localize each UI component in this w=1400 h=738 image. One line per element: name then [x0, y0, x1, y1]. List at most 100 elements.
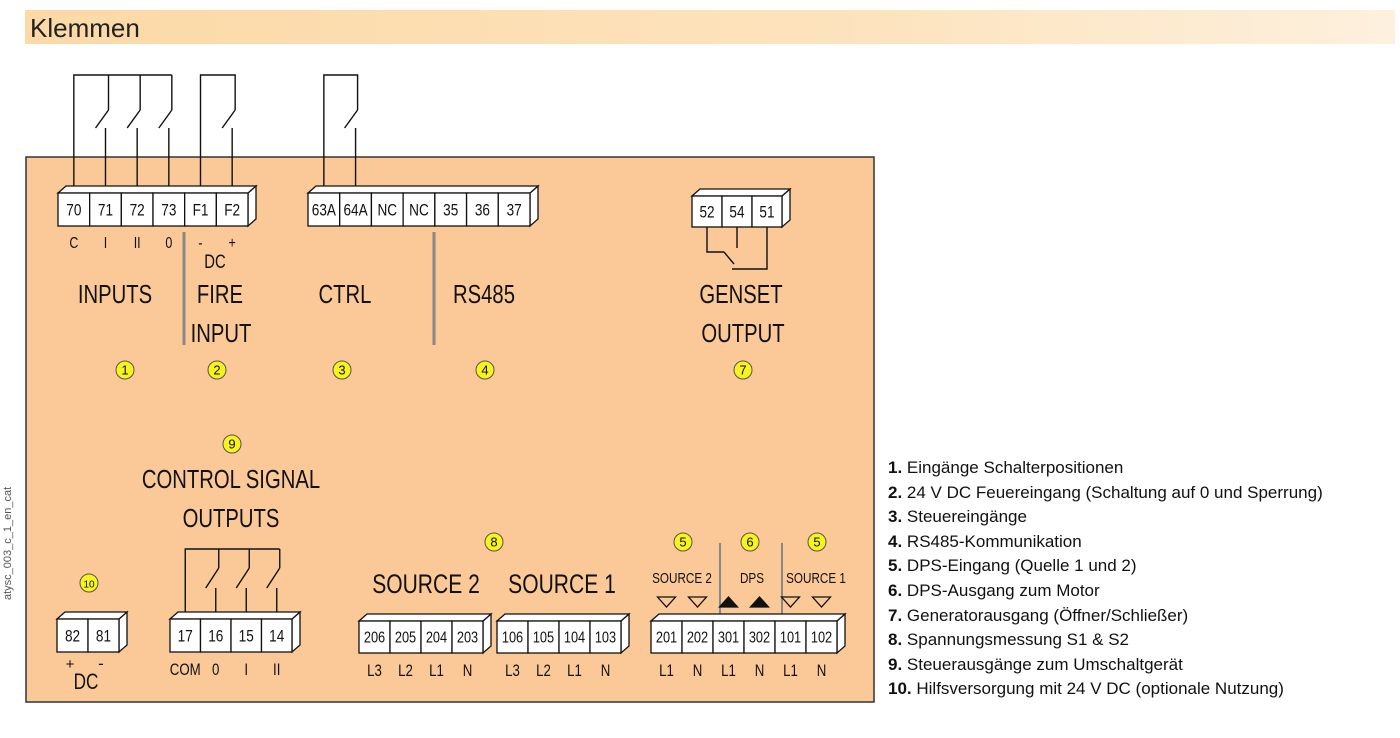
- badge-5-left: [673, 532, 693, 552]
- source2-label: SOURCE 2: [372, 570, 480, 600]
- legend-text: DPS-Eingang (Quelle 1 und 2): [902, 556, 1137, 576]
- legend-item: 9. Steuerausgänge zum Umschaltgerät: [888, 653, 1323, 678]
- legend-text: 24 V DC Feuereingang (Schaltung auf 0 un…: [902, 482, 1323, 502]
- switch-contact: [158, 109, 173, 129]
- inputs-label: INPUTS: [78, 280, 152, 309]
- legend-text: Eingänge Schalterpositionen: [902, 458, 1124, 477]
- legend-text: Hilfsversorgung mit 24 V DC (optionale N…: [911, 679, 1284, 699]
- terminal-number: 17: [178, 627, 193, 646]
- badge-4-number: 4: [481, 363, 488, 378]
- legend-text: RS485-Kommunikation: [902, 531, 1082, 551]
- terminal-block-top: [56, 185, 258, 194]
- terminal-cell: [774, 620, 807, 654]
- dps-source2-label: SOURCE 2: [652, 570, 712, 587]
- badge-10-number: 10: [83, 580, 95, 591]
- terminal-number: 72: [130, 201, 145, 220]
- badge-2-number: 2: [213, 363, 220, 378]
- dps-input-arrow: [687, 596, 708, 608]
- aux-dc-label: DC: [74, 670, 99, 695]
- ctrl-label: CTRL: [319, 280, 372, 309]
- legend-text: Generatorausgang (Öffner/Schließer): [902, 605, 1189, 625]
- terminal-number: 81: [96, 627, 111, 646]
- terminal-cell: [681, 620, 714, 654]
- inputs-sublabel: C: [69, 235, 78, 253]
- terminal-cell: [527, 620, 560, 654]
- terminal-number: 206: [364, 630, 385, 648]
- switch-contact: [126, 109, 141, 129]
- cs-common-wire: [184, 548, 280, 619]
- terminal-number: 205: [395, 630, 416, 648]
- genset-wire: [732, 227, 768, 270]
- inputs-sublabel: 0: [165, 235, 172, 253]
- aux-plus-label: +: [66, 656, 75, 673]
- terminal-number: 103: [595, 630, 616, 648]
- terminal-number: 70: [66, 201, 81, 220]
- cs-switch-contact: [235, 567, 250, 589]
- badge-8-number: 8: [490, 535, 497, 550]
- terminal-number: 101: [780, 630, 801, 648]
- terminal-block-top: [306, 185, 540, 194]
- terminal-cell: [358, 620, 391, 654]
- terminal-panel: [25, 156, 875, 703]
- inputs-sublabel: -: [198, 235, 202, 253]
- cs-sublabel: I: [244, 661, 248, 680]
- fire-wire: [199, 74, 236, 193]
- terminal-block-top: [55, 611, 129, 620]
- badge-9: [222, 434, 242, 454]
- terminal-number: 63A: [312, 201, 337, 220]
- dc-label: DC: [204, 251, 225, 272]
- legend-number: 7.: [888, 605, 903, 625]
- legend-item: 4. RS485-Kommunikation: [888, 530, 1323, 555]
- cs-switch-contact: [205, 567, 220, 589]
- aux-minus-label: -: [98, 654, 104, 673]
- legend-text: Steuerausgänge zum Umschaltgerät: [902, 654, 1183, 674]
- control-outputs-label: OUTPUTS: [183, 504, 280, 533]
- source2-sublabel: N: [463, 662, 473, 681]
- rs485-label: RS485: [453, 280, 515, 309]
- terminal-number: 64A: [343, 201, 368, 220]
- dps-sublabel: L1: [721, 662, 736, 681]
- cs-switch-contact: [266, 567, 281, 589]
- legend-number: 2.: [888, 482, 903, 502]
- terminal-block-top: [495, 613, 631, 622]
- terminal-number: 301: [718, 630, 739, 648]
- terminal-cell: [87, 618, 120, 653]
- legend-number: 1.: [888, 458, 903, 477]
- legend-item: 6. DPS-Ausgang zum Motor: [888, 579, 1323, 604]
- terminal-number: 203: [457, 630, 478, 648]
- terminal-number: 105: [533, 630, 554, 648]
- legend-number: 4.: [888, 531, 903, 551]
- legend-text: Spannungsmessung S1 & S2: [902, 630, 1130, 650]
- terminal-block-top: [357, 613, 493, 622]
- terminal-cell: [420, 620, 453, 654]
- legend-number: 8.: [888, 630, 903, 650]
- terminal-number: 14: [269, 627, 285, 646]
- legend-item: 10. Hilfsversorgung mit 24 V DC (optiona…: [888, 677, 1323, 702]
- terminal-cell: [120, 192, 154, 227]
- terminal-number: 104: [564, 630, 585, 648]
- terminal-block-top: [649, 613, 847, 622]
- terminal-number: 106: [502, 630, 523, 648]
- badge-5-right-number: 5: [813, 535, 820, 550]
- cs-sublabel: 0: [212, 661, 219, 680]
- terminal-cell: [497, 192, 531, 227]
- terminal-cell: [307, 192, 341, 227]
- dps-sublabel: N: [693, 662, 703, 681]
- legend: 1. Eingänge Schalterpositionen 2. 24 V DC…: [888, 456, 1323, 702]
- terminal-number: 35: [443, 201, 458, 220]
- terminal-cell: [89, 192, 122, 227]
- dps-input-arrow: [656, 596, 677, 608]
- genset-label: GENSET: [699, 280, 782, 309]
- terminal-number: 16: [208, 627, 223, 646]
- badge-7: [733, 360, 753, 380]
- inputs-sublabel: +: [229, 235, 236, 253]
- dps-label: DPS: [740, 570, 764, 587]
- dps-input-arrow: [811, 596, 832, 608]
- terminal-number: 71: [98, 201, 113, 220]
